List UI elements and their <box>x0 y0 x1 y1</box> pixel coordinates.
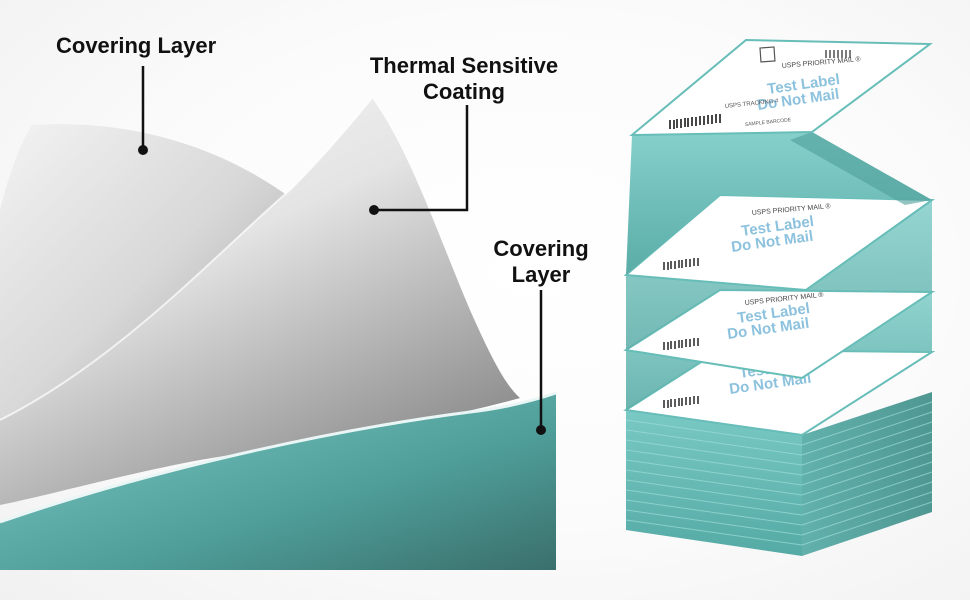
base-label-barcode <box>663 396 699 408</box>
leader-dot-covering-top <box>138 145 148 155</box>
top-label-sheet <box>629 38 933 137</box>
top-label-tracking: USPS TRACKING # <box>725 98 780 110</box>
callout-covering-bottom-line1: Covering <box>493 236 589 261</box>
leader-dot-covering-bottom <box>536 425 546 435</box>
thermal-coating-sheet <box>0 98 520 505</box>
leader-dot-thermal <box>369 205 379 215</box>
callout-covering-layer-bottom: Covering Layer <box>482 236 600 288</box>
callout-covering-layer-top: Covering Layer <box>56 33 216 59</box>
top-label-header-barcode <box>825 50 851 58</box>
callout-covering-layer-top-label: Covering Layer <box>56 33 217 58</box>
callout-thermal-line1: Thermal Sensitive <box>369 53 559 78</box>
callout-leaders <box>138 66 546 435</box>
top-label-barcode <box>669 114 721 129</box>
low-label-barcode <box>663 338 699 350</box>
top-label-priority-box <box>759 46 776 63</box>
stack-sheet-lines <box>625 401 933 546</box>
top-label-footer: SAMPLE BARCODE <box>745 117 792 128</box>
low-label-content: USPS PRIORITY MAIL ® Test Label Do Not M… <box>663 291 825 350</box>
fold-top-shadow <box>790 132 932 205</box>
back-covering-sheet <box>0 124 300 420</box>
thermal-sheet-edge <box>0 97 373 421</box>
front-covering-sheet <box>0 393 556 570</box>
callout-thermal-sensitive-coating: Thermal Sensitive Coating <box>350 53 578 105</box>
fanfold-label-stack: Test Label Do Not Mail USPS PRIORITY MAI… <box>623 38 936 556</box>
front-sheet-top-edge <box>0 391 557 524</box>
callout-thermal-line2: Coating <box>423 79 505 104</box>
leader-line-thermal <box>374 105 469 212</box>
layer-sheets <box>0 97 557 570</box>
mid-label-barcode <box>663 258 699 270</box>
callout-covering-bottom-line2: Layer <box>511 262 571 287</box>
